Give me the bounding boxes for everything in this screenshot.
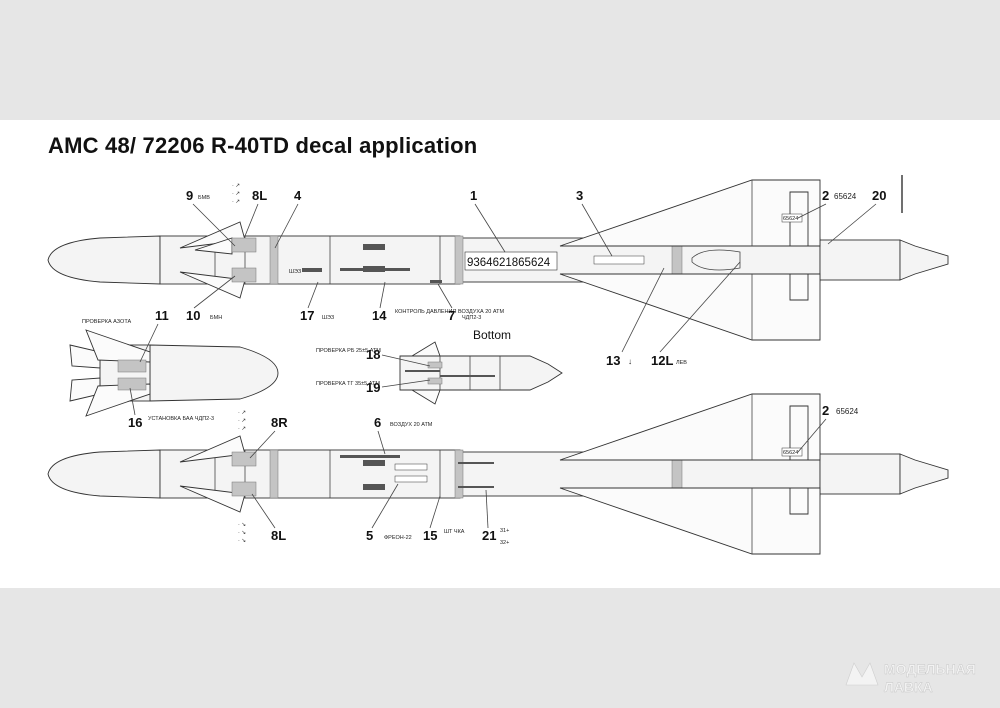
svg-text:· ↘: · ↘ bbox=[238, 538, 246, 544]
nose-section-detail: ПРОВЕРКА АЗОТА 11 16 УСТАНОВКА БАА ЧДП2-… bbox=[69, 308, 279, 430]
callout-1: 1 bbox=[470, 188, 477, 203]
svg-text:· ↗: · ↗ bbox=[238, 418, 246, 424]
callout-7: 7 bbox=[448, 308, 455, 323]
callout-11-sub: ПРОВЕРКА АЗОТА bbox=[82, 319, 132, 325]
callout-21-sub2: 32+ bbox=[500, 540, 509, 546]
svg-text:· ↘: · ↘ bbox=[238, 522, 246, 528]
callout-17-sub: ШЭЗ bbox=[322, 315, 335, 321]
callout-10: 10 bbox=[186, 308, 200, 323]
wing-serial-top: 65624 bbox=[783, 216, 798, 222]
callout-15: 15 bbox=[423, 528, 437, 543]
callout-17: 17 bbox=[300, 308, 314, 323]
callouts-bottom: 8R · ↗ · ↗ · ↗ 6 ВОЗДУХ 20 АТМ 2 65624 5… bbox=[238, 403, 859, 546]
decal-shz-top: ШЭЗ bbox=[289, 269, 302, 275]
callout-19-sub: ПРОВЕРКА ТГ 35±5 АТМ bbox=[316, 381, 380, 387]
callout-6: 6 bbox=[374, 415, 381, 430]
callout-2-bottom-sub: 65624 bbox=[836, 407, 859, 416]
missile-top-view: 9364621865624 ШЭЗ 65624 bbox=[47, 179, 949, 341]
callout-13: 13 bbox=[606, 353, 620, 368]
callout-14-sub: КОНТРОЛЬ ДАВЛЕНИЯ ВОЗДУХА 20 АТМ bbox=[395, 309, 504, 315]
svg-text:↓: ↓ bbox=[628, 357, 632, 366]
bottom-view-detail: Bottom 18 ПРОВЕРКА РБ 25±5 АТМ 19 ПРОВЕР… bbox=[316, 328, 563, 405]
callout-18: 18 bbox=[366, 347, 380, 362]
callout-9: 9 bbox=[186, 188, 193, 203]
svg-text:· ↘: · ↘ bbox=[238, 530, 246, 536]
callout-6-sub: ВОЗДУХ 20 АТМ bbox=[390, 422, 433, 428]
svg-text:· ↗: · ↗ bbox=[238, 410, 246, 416]
callout-8R: 8R bbox=[271, 415, 288, 430]
callout-14: 14 bbox=[372, 308, 387, 323]
callout-18-sub: ПРОВЕРКА РБ 25±5 АТМ bbox=[316, 348, 381, 354]
svg-text:· ↗: · ↗ bbox=[232, 199, 240, 205]
serial-number-decal: 9364621865624 bbox=[467, 257, 551, 269]
missile-bottom-view: 65624 bbox=[47, 393, 949, 555]
callout-20: 20 bbox=[872, 188, 886, 203]
callout-3: 3 bbox=[576, 188, 583, 203]
callout-10-sub: БМН bbox=[210, 315, 222, 321]
watermark-line1: МОДЕЛЬНАЯ bbox=[884, 661, 976, 677]
callout-15-sub: ШТ ЧКА bbox=[444, 529, 465, 535]
watermark-line2: ЛАВКА bbox=[884, 679, 933, 695]
callout-8L-top: 8L bbox=[252, 188, 267, 203]
callout-21-sub1: 31+ bbox=[500, 528, 509, 534]
callout-2-top-sub: 65624 bbox=[834, 192, 857, 201]
callout-16-sub: УСТАНОВКА БАА ЧДП2-3 bbox=[148, 416, 214, 422]
svg-text:· ↗: · ↗ bbox=[232, 191, 240, 197]
callout-11: 11 bbox=[155, 308, 169, 323]
callout-9-sub: БМВ bbox=[198, 195, 210, 201]
callout-21: 21 bbox=[482, 528, 496, 543]
callout-19: 19 bbox=[366, 380, 380, 395]
page-title: AMC 48/ 72206 R-40TD decal application bbox=[48, 133, 478, 158]
callout-12L: 12L bbox=[651, 353, 673, 368]
callout-5-sub: ФРЕОН-22 bbox=[384, 535, 412, 541]
callout-5: 5 bbox=[366, 528, 373, 543]
callout-16: 16 bbox=[128, 415, 142, 430]
callout-7-sub: ЧДП2-3 bbox=[462, 315, 481, 321]
callout-4: 4 bbox=[294, 188, 302, 203]
wing-serial-bottom: 65624 bbox=[783, 450, 798, 456]
callout-12L-sub: ЛЕВ bbox=[676, 360, 687, 366]
callouts-top: 9 БМВ 8L · ↗ · ↗ · ↗ 4 1 3 2 65624 20 10… bbox=[186, 175, 903, 368]
callout-8L-bottom: 8L bbox=[271, 528, 286, 543]
callout-2-top: 2 bbox=[822, 188, 829, 203]
callout-2-bottom: 2 bbox=[822, 403, 829, 418]
bottom-label: Bottom bbox=[473, 328, 511, 342]
svg-text:· ↗: · ↗ bbox=[238, 426, 246, 432]
watermark-logo: МОДЕЛЬНАЯ ЛАВКА bbox=[845, 661, 976, 695]
svg-text:· ↗: · ↗ bbox=[232, 183, 240, 189]
